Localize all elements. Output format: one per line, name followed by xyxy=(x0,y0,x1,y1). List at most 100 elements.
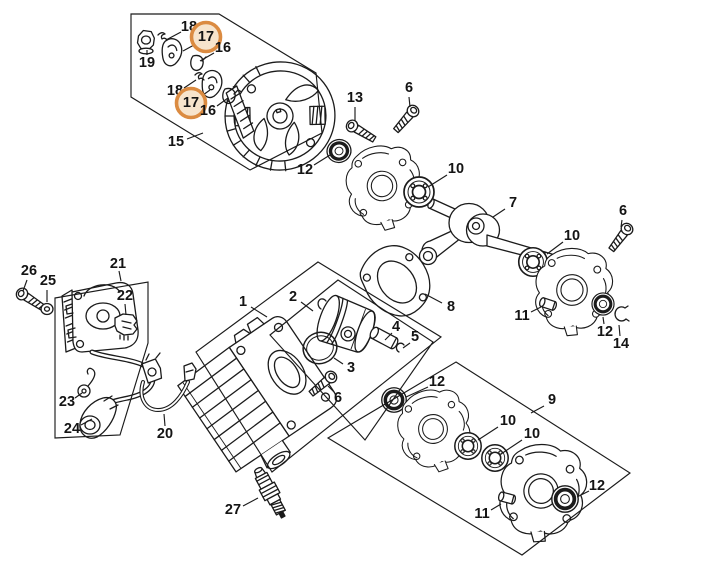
highlight-circle-17 xyxy=(174,86,208,120)
leader-line-11-15 xyxy=(530,306,542,313)
leader-line-10-11 xyxy=(427,174,448,188)
part-callout-6: 6 xyxy=(334,390,342,406)
part-callout-5: 5 xyxy=(411,329,419,345)
part-callout-20: 20 xyxy=(157,426,173,442)
leader-line-2-20 xyxy=(300,301,314,312)
part-callout-12: 12 xyxy=(429,374,445,390)
ignition-coil-drawing xyxy=(61,281,156,407)
pawl-spring-upper-drawing xyxy=(190,54,207,72)
leader-line-16-6 xyxy=(216,97,229,107)
crankcase-group-box xyxy=(326,361,632,556)
leader-line-6-24 xyxy=(327,385,335,393)
leader-line-10-29 xyxy=(500,439,523,455)
part-callout-22: 22 xyxy=(117,288,133,304)
part-callout-23: 23 xyxy=(59,394,75,410)
leader-line-12-16 xyxy=(602,316,605,325)
connector-22-drawing xyxy=(114,313,138,341)
leader-line-6-14 xyxy=(620,219,623,228)
part-callout-14: 14 xyxy=(613,336,629,352)
highlight-circle-17 xyxy=(189,20,223,54)
leader-line-26-32 xyxy=(22,279,28,292)
group-boxes-layer xyxy=(54,13,632,556)
leader-line-18-0 xyxy=(165,31,182,41)
part-callout-15: 15 xyxy=(168,134,184,150)
leader-line-16-2 xyxy=(199,52,215,62)
leader-line-21-34 xyxy=(118,270,122,282)
part-callout-9: 9 xyxy=(548,392,556,408)
piston-circlip-drawing xyxy=(317,298,327,310)
leader-line-11-30 xyxy=(490,503,502,511)
leader-line-17-1 xyxy=(182,44,195,52)
part-callout-12: 12 xyxy=(589,478,605,494)
torsion-spring-upper-drawing xyxy=(157,32,168,41)
part-callout-17: 17 xyxy=(198,29,214,45)
circlip-14-drawing xyxy=(614,305,630,322)
leader-line-12-31 xyxy=(576,490,590,498)
washer-25-drawing xyxy=(40,302,54,316)
leader-line-10-28 xyxy=(477,426,499,441)
part-callout-16: 16 xyxy=(215,40,231,56)
part-callout-16: 16 xyxy=(200,103,216,119)
part-callout-4: 4 xyxy=(392,319,400,335)
part-callout-10: 10 xyxy=(448,161,464,177)
part-callout-8: 8 xyxy=(447,299,455,315)
leader-line-12-25 xyxy=(405,386,429,398)
leader-line-22-35 xyxy=(124,303,127,316)
leader-line-8-18 xyxy=(424,293,443,304)
piston-group-box xyxy=(269,279,434,441)
leader-line-23-36 xyxy=(74,392,83,399)
leader-line-10-13 xyxy=(546,241,564,255)
wire-harness-20-drawing xyxy=(139,352,197,412)
spark-plug-boot-drawing xyxy=(79,395,119,439)
leader-line-12-10 xyxy=(313,154,331,166)
starter-pawl-upper-drawing xyxy=(159,36,185,68)
part-callout-25: 25 xyxy=(40,273,56,289)
leader-line-14-17 xyxy=(618,324,621,337)
part-callout-6: 6 xyxy=(619,203,627,219)
screw-6-top-drawing xyxy=(390,102,422,136)
part-callout-11: 11 xyxy=(474,506,489,522)
part-callout-26: 26 xyxy=(21,263,37,279)
leader-line-6-9 xyxy=(408,96,411,108)
leader-lines-layer xyxy=(22,31,623,511)
part-callout-10: 10 xyxy=(524,426,540,442)
piston-ring-drawing xyxy=(302,331,338,365)
leader-line-5-23 xyxy=(402,342,411,349)
leader-line-20-38 xyxy=(163,413,166,427)
oil-seal-12-bottomright-drawing xyxy=(549,483,581,515)
leader-line-27-26 xyxy=(242,497,259,507)
bearing-10-bottomright-drawing xyxy=(481,444,509,472)
oil-seal-12-right-drawing xyxy=(590,291,616,317)
part-callout-12: 12 xyxy=(597,324,613,340)
leader-line-7-12 xyxy=(492,208,506,218)
bearing-10-topleft-drawing xyxy=(403,176,435,208)
part-callout-10: 10 xyxy=(500,413,516,429)
spark-plug-drawing xyxy=(254,466,286,519)
part-callout-13: 13 xyxy=(347,90,363,106)
part-callout-3: 3 xyxy=(347,360,355,376)
leader-line-4-22 xyxy=(384,332,393,341)
part-callout-24: 24 xyxy=(64,421,80,437)
pin-clip-drawing xyxy=(395,342,405,353)
leader-line-18-4 xyxy=(183,79,197,89)
leader-line-15-7 xyxy=(186,132,204,140)
part-callout-11: 11 xyxy=(514,308,529,324)
bearing-10-bottomleft-drawing xyxy=(454,432,482,460)
screw-13-drawing xyxy=(343,117,379,146)
part-callout-27: 27 xyxy=(225,502,241,518)
part-callout-21: 21 xyxy=(110,256,126,272)
leader-line-24-37 xyxy=(80,418,93,426)
part-callout-6: 6 xyxy=(405,80,413,96)
part-callout-19: 19 xyxy=(139,55,155,71)
cylinder-group-box xyxy=(195,261,443,473)
part-callout-7: 7 xyxy=(509,195,517,211)
leader-line-1-19 xyxy=(250,306,268,318)
part-callout-2: 2 xyxy=(289,289,297,305)
part-callout-17: 17 xyxy=(183,95,199,111)
piston-drawing xyxy=(316,294,376,353)
leader-line-9-27 xyxy=(530,405,545,414)
flywheel-nut-drawing xyxy=(136,29,155,55)
